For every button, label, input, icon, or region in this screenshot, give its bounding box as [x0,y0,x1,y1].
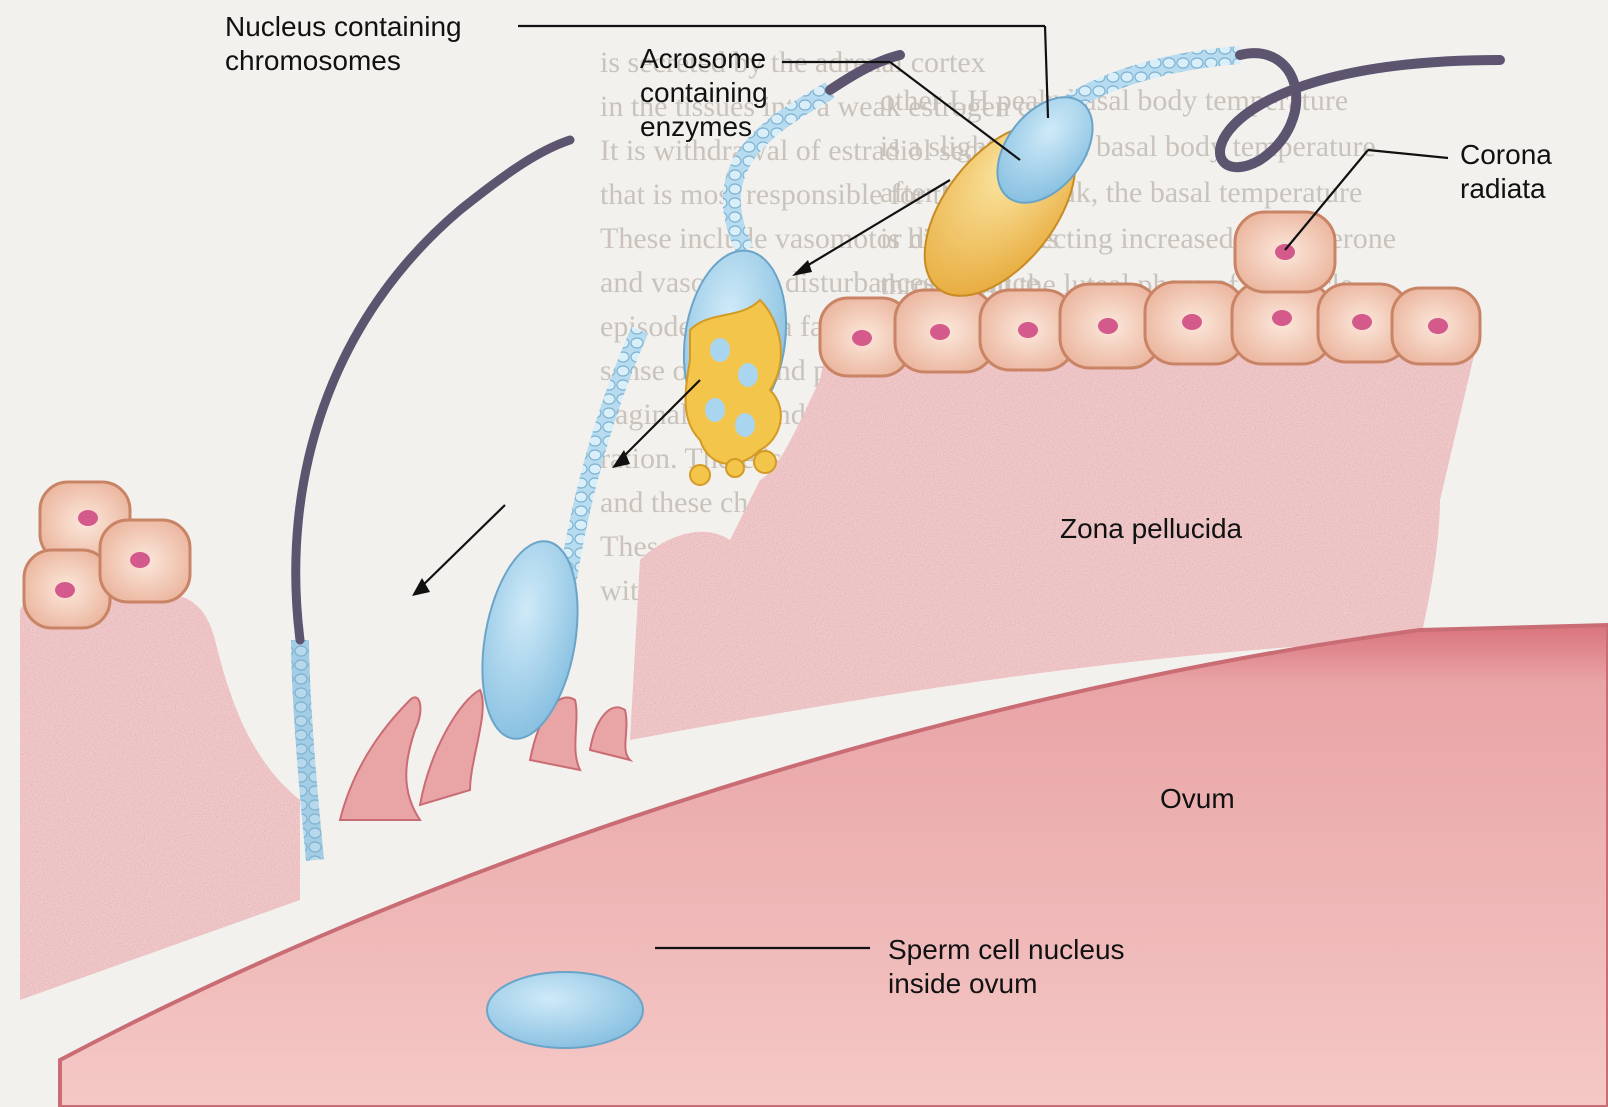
label-corona-line2: radiata [1460,172,1552,206]
label-sperm-nucleus: Sperm cell nucleus inside ovum [888,933,1125,1001]
label-sperm-nucleus-line2: inside ovum [888,967,1125,1001]
label-corona-radiata: Corona radiata [1460,138,1552,206]
label-zona-pellucida: Zona pellucida [1060,512,1242,546]
label-nucleus: Nucleus containing chromosomes [225,10,462,78]
label-acrosome: Acrosome containing enzymes [640,42,768,144]
sperm-nucleus-inside-ovum [487,972,643,1048]
label-acrosome-line1: Acrosome [640,42,768,76]
label-corona-line1: Corona [1460,138,1552,172]
label-sperm-nucleus-line1: Sperm cell nucleus [888,933,1125,967]
label-acrosome-line3: enzymes [640,110,768,144]
label-acrosome-line2: containing [640,76,768,110]
label-ovum: Ovum [1160,782,1235,816]
label-nucleus-line2: chromosomes [225,44,462,78]
label-nucleus-line1: Nucleus containing [225,10,462,44]
sperm-1 [296,140,570,860]
microvilli [340,690,630,820]
